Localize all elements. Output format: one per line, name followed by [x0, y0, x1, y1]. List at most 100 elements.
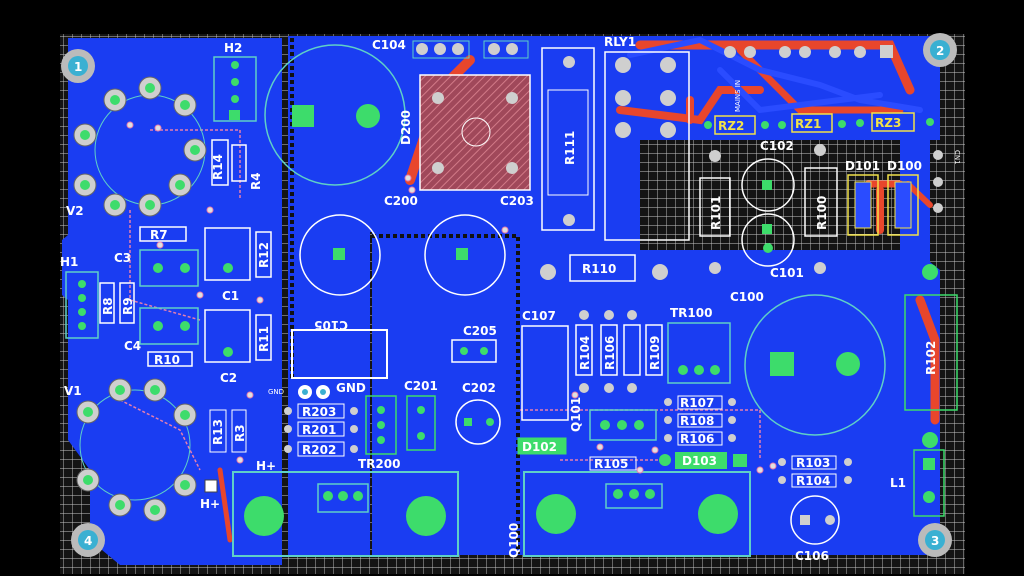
svg-text:R111: R111 [563, 131, 577, 165]
resistor-r14: R14 [211, 139, 229, 186]
resistor-r101: R101 [699, 150, 731, 274]
resistor-r110: R110 [540, 254, 668, 282]
svg-text:GND: GND [268, 388, 284, 396]
svg-text:CN1: CN1 [953, 150, 961, 165]
resistors-r13-r3: R13 R3 [209, 409, 247, 453]
svg-text:C102: C102 [760, 139, 794, 153]
svg-text:H1: H1 [60, 255, 78, 269]
resistor-r111: R111 [541, 47, 595, 231]
svg-text:R14: R14 [211, 154, 225, 180]
resistors-r104-r106-r109: R104 R106 R109 [575, 310, 663, 393]
capacitor-c1: C1 [204, 227, 251, 303]
transistor-q101: Q101 [569, 397, 657, 441]
connector-cn1-pins: CN1 [933, 150, 961, 213]
mounting-hole-3: 3 [918, 523, 952, 557]
svg-text:D200: D200 [399, 110, 413, 145]
resistor-r4: R4 [231, 144, 263, 190]
capacitor-c105: C105 [291, 318, 388, 379]
svg-text:C205: C205 [463, 324, 497, 338]
svg-text:R108: R108 [680, 414, 714, 428]
svg-text:C107: C107 [522, 309, 556, 323]
mounting-hole-4: 4 [71, 523, 105, 557]
svg-text:R3: R3 [233, 424, 247, 442]
svg-text:R104: R104 [578, 336, 592, 370]
header-top [412, 40, 529, 59]
diode-d102: D102 [517, 437, 567, 455]
header-h1: H1 [60, 255, 99, 339]
svg-text:3: 3 [931, 534, 939, 548]
mounting-hole-1: 1 [61, 49, 95, 83]
capacitor-c104: C104 D200 [264, 38, 413, 186]
inductor-l1: L1 [890, 449, 945, 517]
svg-text:C202: C202 [462, 381, 496, 395]
svg-text:RLY1: RLY1 [604, 35, 636, 49]
valve-socket-v2: V2 [66, 76, 207, 218]
svg-text:Q101: Q101 [569, 397, 583, 432]
relay-rly1: RLY1 MAINS IN [604, 35, 742, 241]
capacitor-c101: C101 [741, 213, 804, 280]
svg-text:TR200: TR200 [358, 457, 400, 471]
svg-text:H2: H2 [224, 41, 242, 55]
svg-text:R203: R203 [302, 405, 336, 419]
svg-text:C104: C104 [372, 38, 406, 52]
capacitor-c2: C2 [204, 309, 251, 385]
svg-text:D103: D103 [682, 454, 717, 468]
transistor-small-tr200-driver [365, 395, 397, 455]
svg-text:R110: R110 [582, 262, 616, 276]
svg-text:C105: C105 [314, 318, 348, 332]
capacitor-c107: C107 [521, 309, 569, 421]
vias [126, 121, 777, 474]
svg-text:R106: R106 [680, 432, 714, 446]
resistor-r105: R105 [589, 456, 637, 471]
resistors-r107-r108-r106: R107 R108 R106 [664, 395, 736, 446]
svg-text:V2: V2 [66, 204, 84, 218]
resistors-r203-r201-r202: R203 R201 R202 [284, 403, 358, 457]
svg-text:R11: R11 [257, 326, 271, 352]
resistors-r103-r104: R103 R104 [778, 455, 852, 488]
svg-text:R10: R10 [154, 353, 180, 367]
resistor-r7: R7 [139, 226, 187, 242]
svg-text:2: 2 [936, 44, 944, 58]
svg-text:R103: R103 [796, 456, 830, 470]
svg-text:R8: R8 [101, 297, 115, 315]
svg-text:R101: R101 [709, 196, 723, 230]
svg-text:R4: R4 [249, 172, 263, 190]
valve-socket-v1: V1 [64, 378, 197, 522]
svg-text:R105: R105 [594, 457, 628, 471]
diode-d103: D103 [659, 452, 747, 469]
svg-text:R202: R202 [302, 443, 336, 457]
svg-text:R9: R9 [121, 297, 135, 315]
svg-text:V1: V1 [64, 384, 82, 398]
resistor-r102: R102 [904, 264, 958, 448]
capacitor-c205: C205 [451, 324, 497, 363]
svg-text:C203: C203 [500, 194, 534, 208]
svg-text:R100: R100 [815, 196, 829, 230]
svg-text:R102: R102 [924, 341, 938, 375]
transistor-tr200: TR200 [232, 457, 459, 557]
resistor-r10: R10 [147, 351, 193, 367]
svg-text:GND: GND [336, 381, 366, 395]
resistor-r11: R11 [255, 314, 272, 361]
svg-text:C200: C200 [384, 194, 418, 208]
terminal-pins-top [724, 45, 893, 58]
varistor-rz3: RZ3 [871, 112, 915, 132]
svg-text:MAINS IN: MAINS IN [734, 80, 742, 112]
varistor-rz2: RZ2 [714, 115, 756, 135]
svg-text:D101: D101 [845, 159, 880, 173]
svg-text:R107: R107 [680, 396, 714, 410]
transistor-q100: Q100 [507, 471, 751, 558]
svg-text:RZ1: RZ1 [795, 117, 821, 131]
svg-text:C106: C106 [795, 549, 829, 563]
svg-text:C3: C3 [114, 251, 131, 265]
capacitor-c200: C200 [299, 194, 418, 296]
svg-text:D102: D102 [522, 440, 557, 454]
svg-text:R12: R12 [257, 242, 271, 268]
svg-text:R106: R106 [603, 336, 617, 370]
gnd-pads: GND GND [268, 381, 366, 399]
svg-text:C100: C100 [730, 290, 764, 304]
svg-text:Q100: Q100 [507, 523, 521, 558]
label-h-plus-2: H+ [200, 497, 220, 511]
svg-text:L1: L1 [890, 476, 906, 490]
svg-text:RZ2: RZ2 [718, 119, 744, 133]
